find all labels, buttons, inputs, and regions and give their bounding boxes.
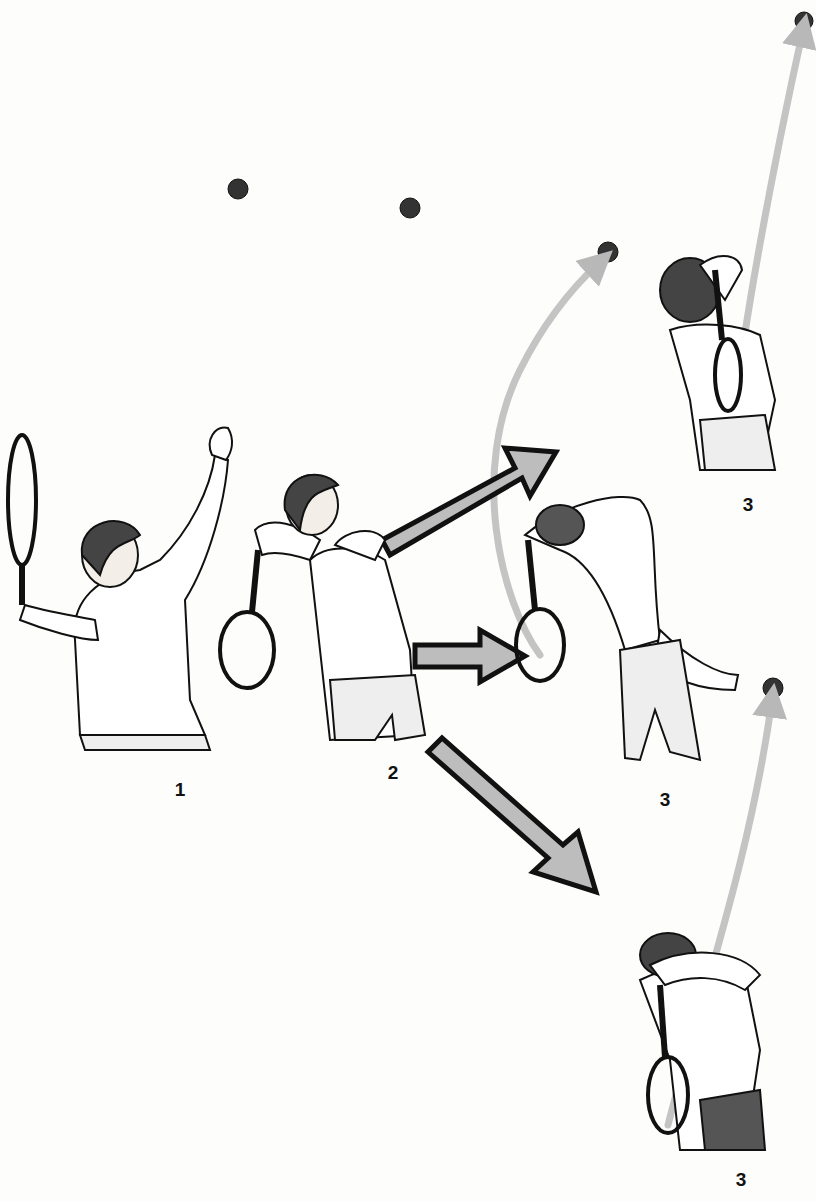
callout-number: 3 xyxy=(743,494,754,516)
player-figure-3-bottom xyxy=(640,933,765,1150)
player-figure-2 xyxy=(220,475,425,740)
callout-number: 1 xyxy=(175,779,186,801)
direction-arrows xyxy=(382,448,596,892)
player-figure-1 xyxy=(8,428,232,750)
player-figure-3-top xyxy=(660,256,775,470)
callout-number: 2 xyxy=(388,762,399,784)
callout-number: 3 xyxy=(660,789,671,811)
swing-paths xyxy=(494,30,803,1125)
callout-number: 3 xyxy=(736,1169,747,1191)
player-figure-3-middle xyxy=(516,497,738,760)
